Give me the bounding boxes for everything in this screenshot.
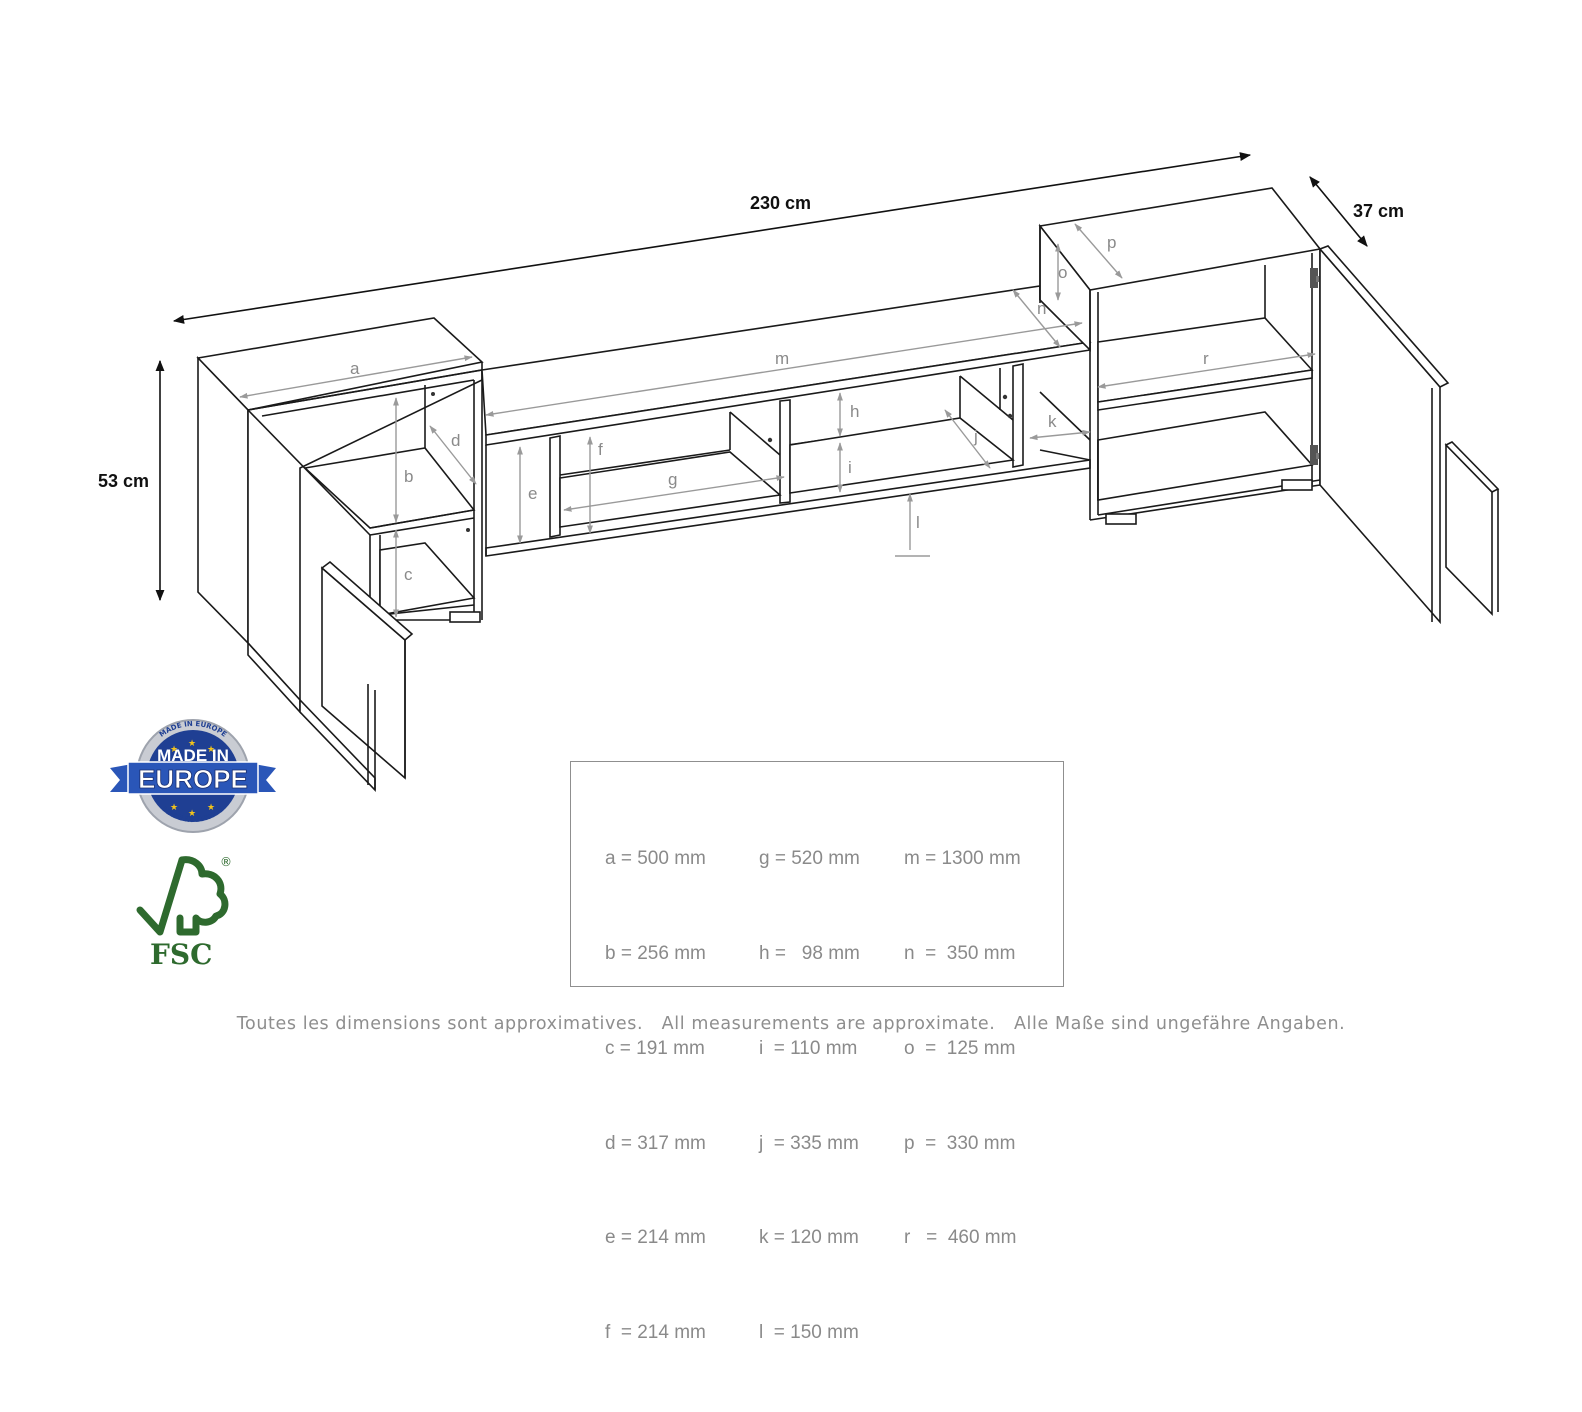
svg-text:★: ★	[170, 745, 178, 755]
legend-entry: r = 460 mm	[904, 1227, 1017, 1249]
legend-entry: h = 98 mm	[759, 942, 860, 964]
middle-shelf-unit	[481, 285, 1092, 557]
dimension-letters: a b c d e f g h i j k l m n o p r	[350, 233, 1209, 584]
depth-label: 37 cm	[1353, 201, 1404, 221]
fsc-tree-check-icon	[136, 856, 229, 936]
letter-j: j	[973, 427, 978, 446]
legend-entry: d = 317 mm	[605, 1132, 706, 1154]
fsc-registered-mark: ®	[220, 855, 232, 869]
letter-d: d	[451, 431, 460, 450]
letter-o: o	[1058, 263, 1067, 282]
legend-entry: m = 1300 mm	[904, 848, 1021, 870]
inner-dimensions	[239, 223, 1316, 618]
letter-p: p	[1107, 233, 1116, 252]
badge-line2: EUROPE	[138, 764, 248, 794]
legend-entry: j = 335 mm	[759, 1132, 859, 1154]
badge-ribbon-right	[254, 764, 276, 792]
badge-ribbon-left	[110, 764, 132, 792]
disclaimer-de: Alle Maße sind ungefähre Angaben.	[1013, 1014, 1346, 1034]
letter-g: g	[668, 470, 677, 489]
letter-a: a	[350, 359, 360, 378]
made-in-europe-badge: MADE IN EUROPE MADE IN EUROPE ★★★ ★★★ MA…	[110, 719, 276, 833]
letter-i: i	[848, 458, 852, 477]
letter-f: f	[598, 440, 603, 459]
badge-stars: ★ ★ ★ ★ ★ ★	[170, 739, 215, 819]
badge-line1: MADE IN	[157, 746, 229, 765]
svg-text:★: ★	[170, 803, 178, 813]
legend-column-1: a = 500 mm b = 256 mm c = 191 mm d = 317…	[605, 780, 706, 1412]
svg-text:★: ★	[188, 739, 196, 749]
svg-text:★: ★	[188, 809, 196, 819]
fsc-label: FSC	[150, 938, 212, 971]
height-label: 53 cm	[98, 471, 149, 491]
letter-c: c	[404, 565, 413, 584]
letter-m: m	[775, 349, 789, 368]
legend-entry: k = 120 mm	[759, 1227, 859, 1249]
furniture-dimension-drawing: 230 cm 37 cm 53 cm	[98, 152, 1500, 792]
disclaimer-fr: Toutes les dimensions sont approximative…	[236, 1014, 644, 1034]
depth-arrow	[1309, 176, 1368, 247]
right-cabinet	[1038, 187, 1500, 625]
letter-l: l	[916, 513, 920, 532]
width-label: 230 cm	[750, 193, 811, 213]
letter-e: e	[528, 484, 537, 503]
legend-entry: c = 191 mm	[605, 1037, 705, 1059]
legend-entry: f = 214 mm	[605, 1322, 706, 1344]
disclaimer-footer: Toutes les dimensions sont approximative…	[0, 1014, 1582, 1034]
left-cabinet	[196, 317, 484, 792]
legend-entry: g = 520 mm	[759, 848, 860, 870]
legend-entry: l = 150 mm	[759, 1322, 859, 1344]
legend-entry: a = 500 mm	[605, 848, 706, 870]
badge-ribbon	[127, 761, 259, 795]
width-arrow	[172, 152, 1252, 324]
dimensions-legend: a = 500 mm b = 256 mm c = 191 mm d = 317…	[570, 761, 1064, 1343]
legend-entry: n = 350 mm	[904, 942, 1016, 964]
svg-text:★: ★	[207, 803, 215, 813]
legend-column-3: m = 1300 mm n = 350 mm o = 125 mm p = 33…	[904, 780, 1021, 1317]
fsc-logo: ® FSC	[136, 855, 232, 971]
overall-dimensions: 230 cm 37 cm 53 cm	[98, 152, 1404, 602]
letter-h: h	[850, 402, 859, 421]
letter-k: k	[1048, 412, 1057, 431]
disclaimer-en: All measurements are approximate.	[661, 1014, 996, 1034]
legend-entry: e = 214 mm	[605, 1227, 706, 1249]
svg-text:★: ★	[207, 745, 215, 755]
letter-r: r	[1203, 349, 1209, 368]
legend-entry: i = 110 mm	[759, 1037, 858, 1059]
legend-entry: p = 330 mm	[904, 1132, 1016, 1154]
letter-n: n	[1037, 299, 1046, 318]
letter-b: b	[404, 467, 413, 486]
legend-column-2: g = 520 mm h = 98 mm i = 110 mm j = 335 …	[759, 780, 860, 1412]
legend-entry: b = 256 mm	[605, 942, 706, 964]
legend-entry: o = 125 mm	[904, 1037, 1016, 1059]
